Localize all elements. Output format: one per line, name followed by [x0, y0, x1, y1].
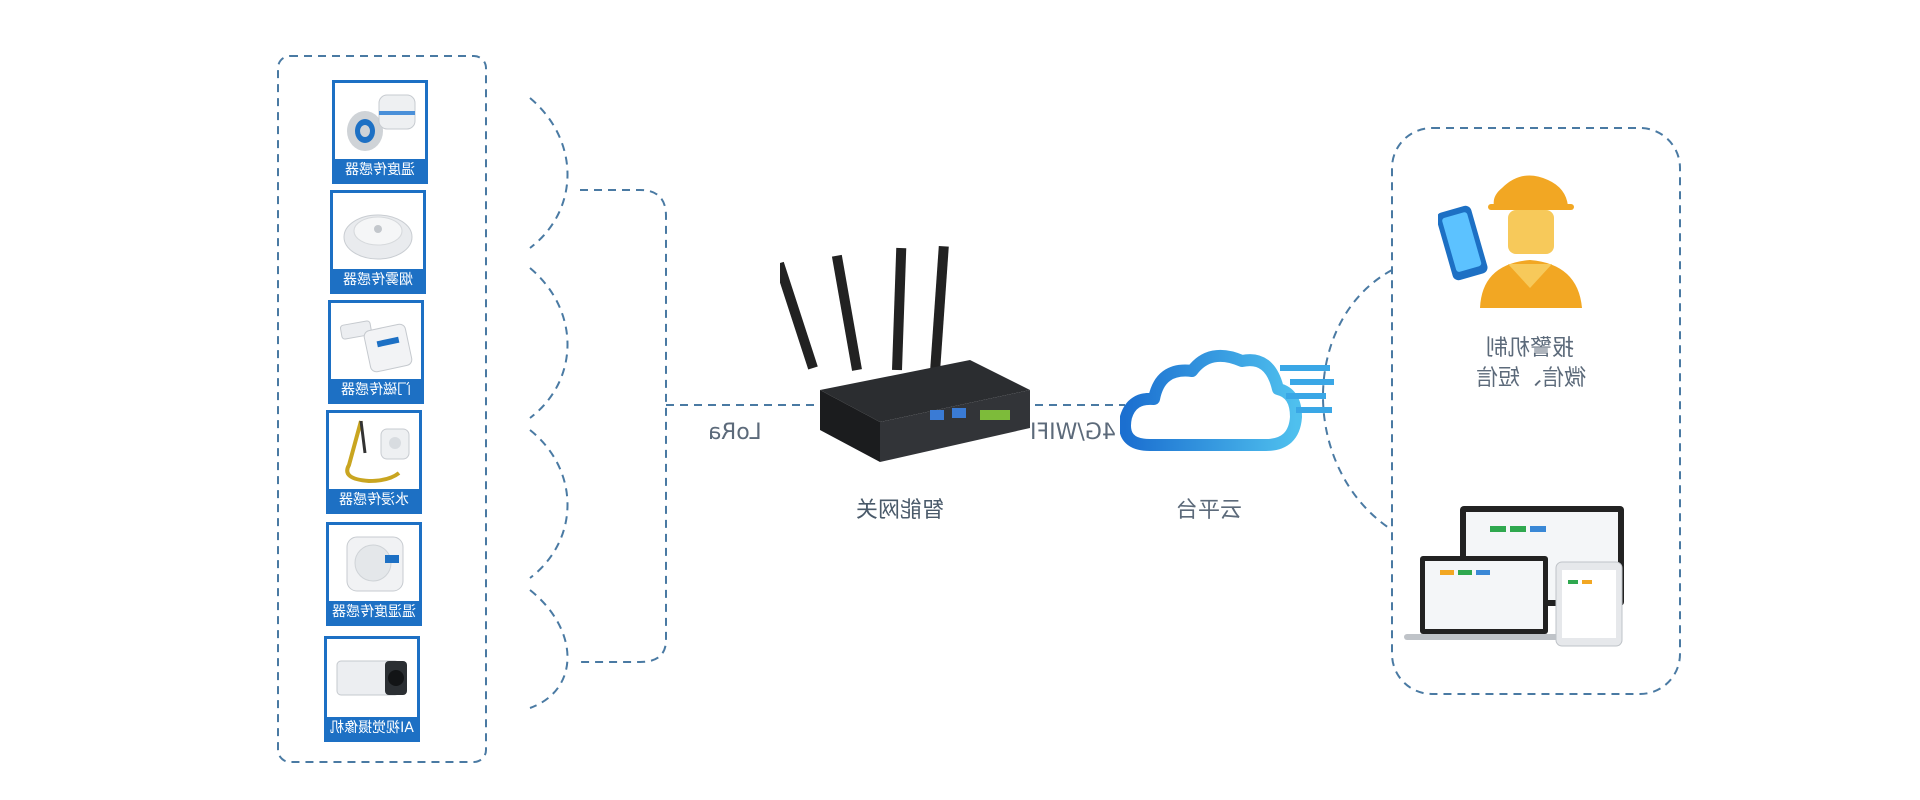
cloud-label: 云平台 [1176, 498, 1243, 523]
uplink-label: 4G/WIFI [1030, 420, 1116, 445]
door-sensor-icon [331, 303, 421, 379]
water-leak-sensor-icon [329, 413, 419, 489]
sensor-bracket-curves [529, 97, 569, 709]
sensor-card-camera: AI视觉摄像机 [324, 636, 420, 742]
sensor-label: 门磁传感器 [331, 379, 421, 401]
sensor-label: 温度传感器 [335, 159, 425, 181]
smoke-sensor-icon [333, 193, 423, 269]
humidity-sensor-icon [329, 525, 419, 601]
sensor-label: 温湿度传感器 [329, 601, 419, 623]
router-icon [774, 245, 1030, 462]
sensor-card-water: 水浸传感器 [326, 410, 422, 514]
alarm-line1: 报警机制 [1486, 336, 1575, 361]
sensor-card-humidity: 温湿度传感器 [326, 522, 422, 626]
gateway-device [774, 240, 1040, 480]
alarm-line2: 微信、短信 [1476, 366, 1587, 391]
sensor-card-temperature: 温度传感器 [332, 80, 428, 184]
sensor-card-door: 门磁传感器 [328, 300, 424, 404]
gateway-label: 智能网关 [856, 498, 945, 523]
sensor-group-border [277, 55, 487, 763]
sensor-brace [580, 189, 667, 663]
sensor-label: 烟雾传感器 [333, 269, 423, 291]
temperature-sensor-icon [335, 83, 425, 159]
camera-icon [327, 639, 417, 717]
sensor-card-smoke: 烟雾传感器 [330, 190, 426, 294]
devices-icon [1400, 500, 1640, 650]
output-group-border [1391, 127, 1681, 695]
sensor-label: 水浸传感器 [329, 489, 419, 511]
lora-label: LoRa [708, 420, 762, 445]
worker-icon [1436, 168, 1598, 318]
cloud-icon [1119, 345, 1340, 465]
sensor-label: AI视觉摄像机 [327, 717, 417, 739]
